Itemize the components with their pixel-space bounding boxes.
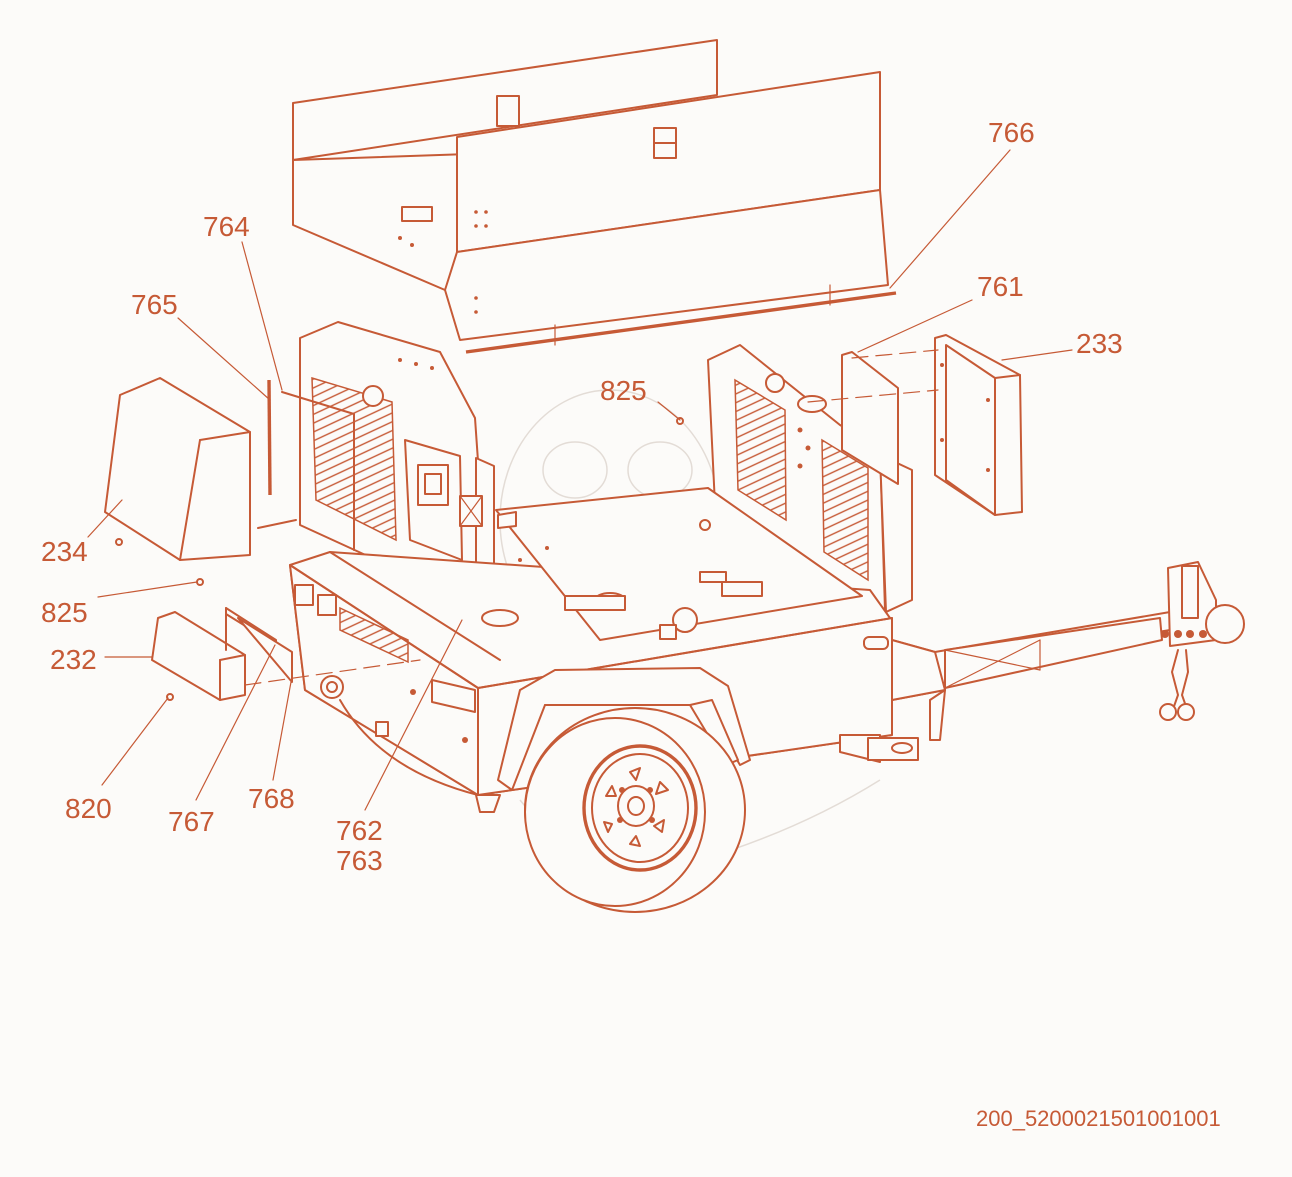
leader-lines (87, 149, 1073, 811)
callout-825-top: 825 (600, 375, 647, 406)
callout-768: 768 (248, 783, 295, 814)
callout-761: 761 (977, 271, 1024, 302)
callout-820: 820 (65, 793, 112, 824)
callout-825-left: 825 (41, 597, 88, 628)
callout-765: 765 (131, 289, 178, 320)
callout-234: 234 (41, 536, 88, 567)
callout-764: 764 (203, 211, 250, 242)
right-hood-233 (934, 334, 1023, 516)
right-gasket-761 (841, 351, 899, 485)
left-box-232 (151, 611, 246, 701)
callout-labels: 766 764 765 761 233 825 234 825 232 820 … (41, 117, 1221, 1131)
right-end-panel (707, 344, 913, 613)
trailer-wheel (524, 707, 746, 913)
callout-767: 767 (168, 806, 215, 837)
callout-233: 233 (1076, 328, 1123, 359)
callout-762: 762 (336, 815, 383, 846)
left-hood-234 (104, 377, 251, 561)
callout-232: 232 (50, 644, 97, 675)
callout-763: 763 (336, 845, 383, 876)
drawing-number: 200_5200021501001001 (976, 1106, 1221, 1131)
top-cover-assembly (292, 39, 897, 354)
wheel-fender (497, 667, 751, 791)
trailer-tongue (891, 561, 1245, 741)
hardware-bits (115, 417, 684, 701)
callout-766: 766 (988, 117, 1035, 148)
gasket-768 (237, 617, 293, 683)
